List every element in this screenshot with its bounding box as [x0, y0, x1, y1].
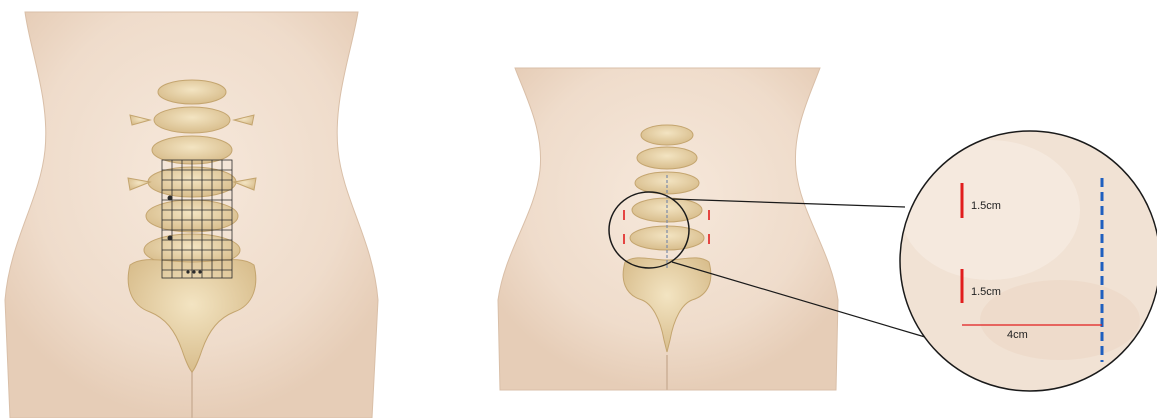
panel-incision-marking — [498, 68, 838, 390]
offset-label: 4cm — [1007, 329, 1028, 341]
upper-incision-label: 1.5cm — [971, 200, 1001, 212]
panel-magnified-detail: 1.5cm 1.5cm 4cm — [900, 131, 1157, 391]
lower-incision-label: 1.5cm — [971, 286, 1001, 298]
panel-lumbar-grid — [5, 12, 378, 418]
